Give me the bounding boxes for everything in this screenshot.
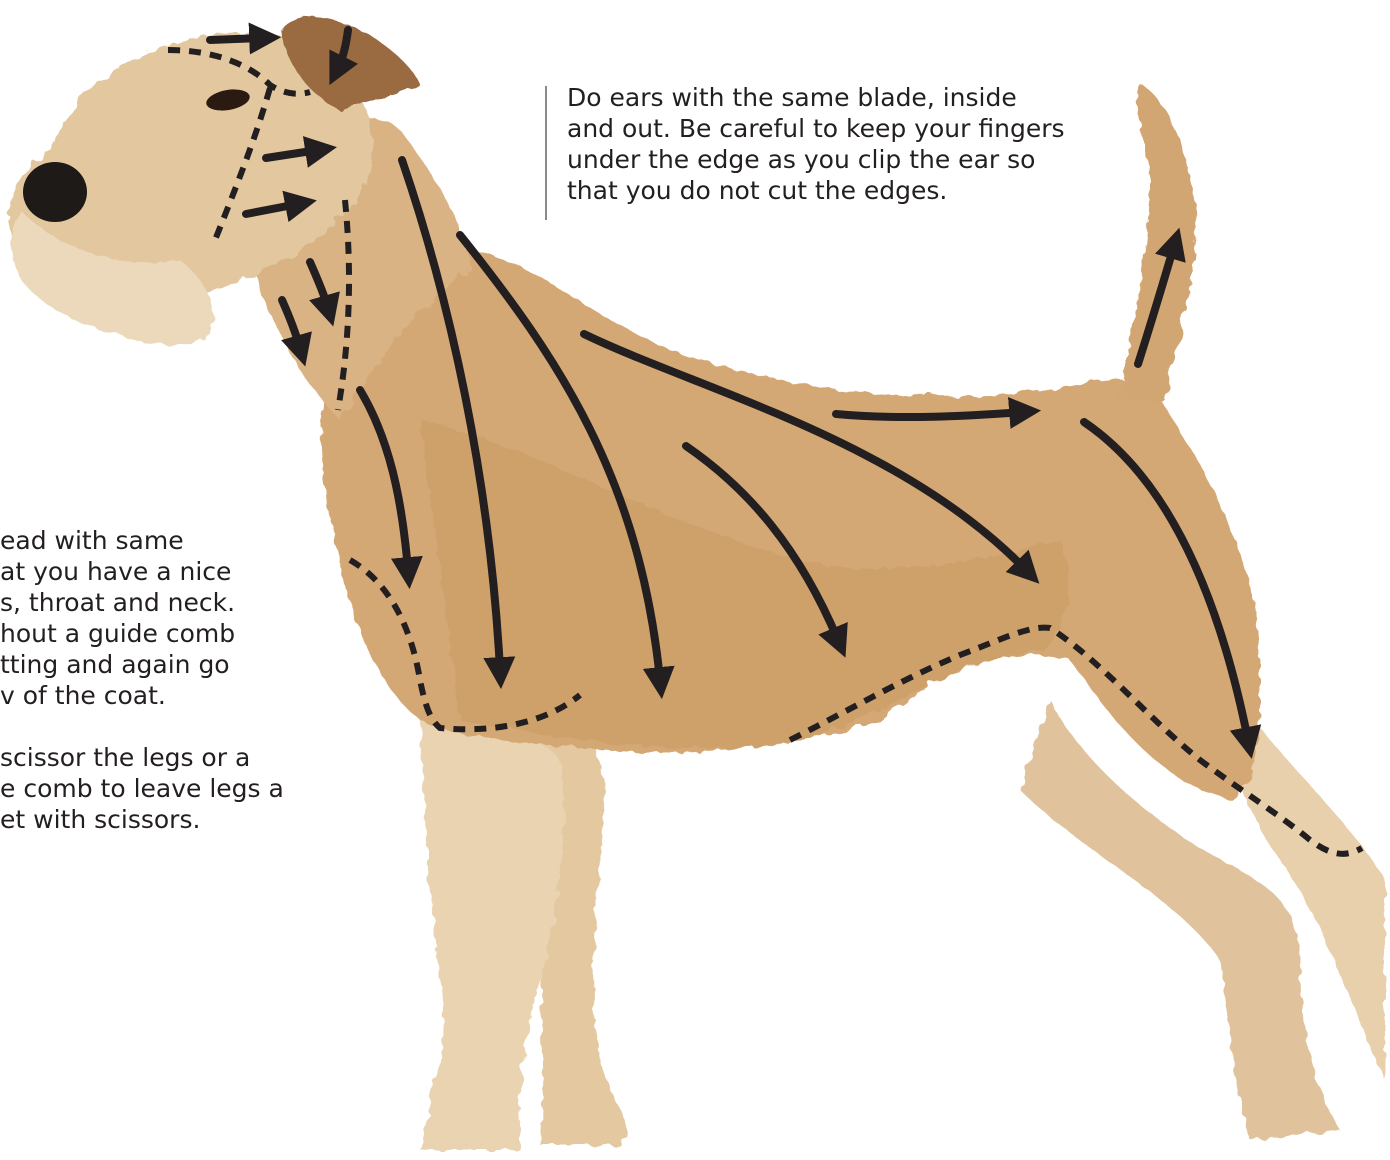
body-caption-line: at you have a nice bbox=[0, 556, 300, 587]
ear-caption-line: Do ears with the same blade, inside bbox=[567, 82, 1065, 113]
body-caption-line: scissor the legs or a bbox=[0, 742, 300, 773]
body-caption-line: et with scissors. bbox=[0, 804, 300, 835]
arrow-forehead bbox=[210, 38, 262, 40]
dog-tail bbox=[1120, 85, 1196, 400]
body-caption-line: ead with same bbox=[0, 525, 300, 556]
ear-caption: Do ears with the same blade, inside and … bbox=[567, 82, 1065, 206]
ear-caption-line: that you do not cut the edges. bbox=[567, 175, 1065, 206]
body-caption-line: e comb to leave legs a bbox=[0, 773, 300, 804]
arrow-back bbox=[836, 412, 1022, 417]
ear-caption-rule bbox=[545, 86, 547, 220]
body-caption: ead with same at you have a nice s, thro… bbox=[0, 525, 300, 925]
ear-caption-line: and out. Be careful to keep your fingers bbox=[567, 113, 1065, 144]
body-caption-line: tting and again go bbox=[0, 649, 300, 680]
body-caption-line: hout a guide comb bbox=[0, 618, 300, 649]
body-caption-line: v of the coat. bbox=[0, 680, 300, 711]
dog-nose bbox=[23, 162, 87, 222]
body-caption-line: s, throat and neck. bbox=[0, 587, 300, 618]
ear-caption-line: under the edge as you clip the ear so bbox=[567, 144, 1065, 175]
